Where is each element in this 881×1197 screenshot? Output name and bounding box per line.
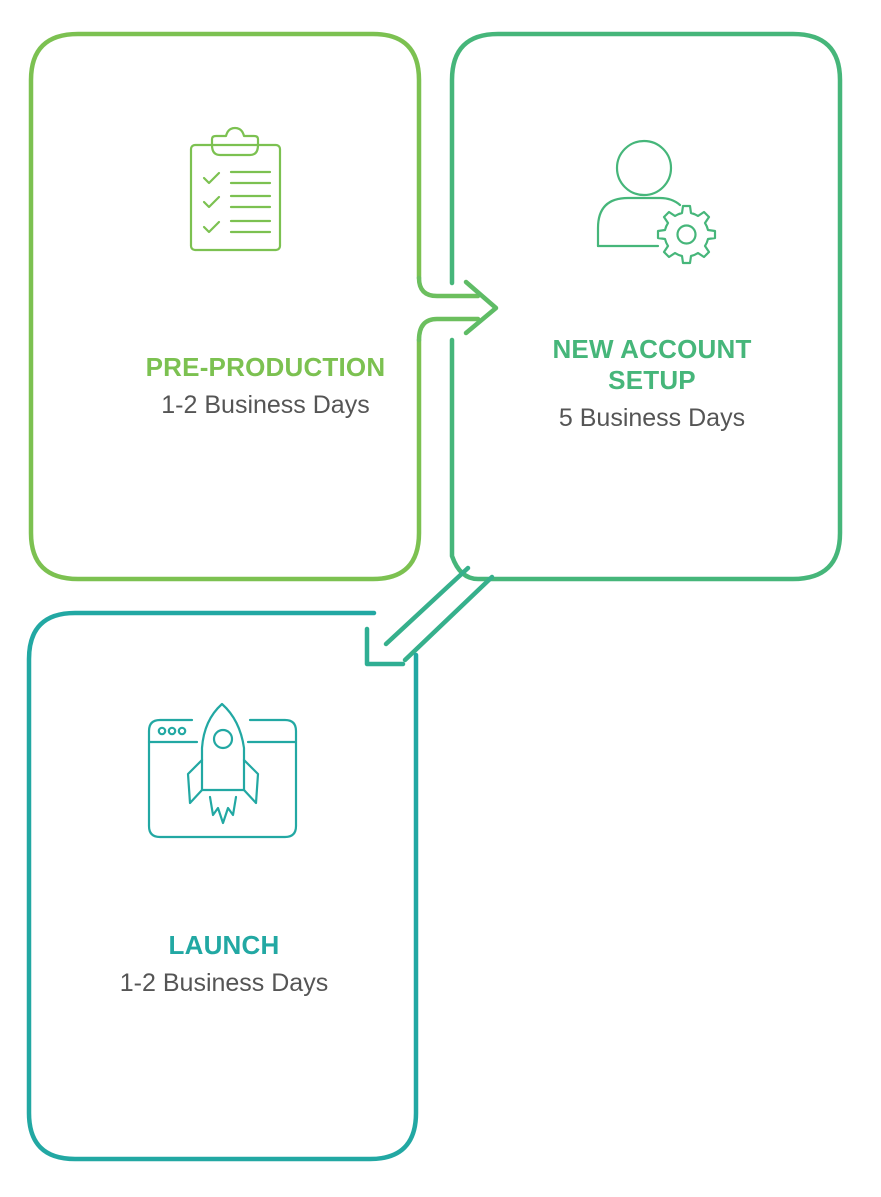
arrow-right-icon [416,275,499,343]
arrow-down-left-icon [364,565,495,667]
step-title: LAUNCH [168,930,280,960]
launch-step: LAUNCH 1-2 Business Days [29,930,419,999]
pre-production-box [28,31,422,582]
new-account-setup-step: NEW ACCOUNT SETUP 5 Business Days [452,334,852,434]
step-duration: 5 Business Days [558,404,746,432]
launch-box [26,610,419,1162]
user-settings-icon [596,139,717,265]
browser-rocket-icon [147,702,298,839]
clipboard-checklist-icon [189,126,282,252]
new-account-setup-box [449,31,843,582]
step-duration: 1-2 Business Days [119,969,329,997]
step-title-line-2: SETUP [608,365,696,395]
pre-production-step: PRE-PRODUCTION 1-2 Business Days [31,352,500,421]
step-title: PRE-PRODUCTION [145,352,386,382]
step-duration: 1-2 Business Days [161,391,370,419]
step-title-line-1: NEW ACCOUNT [552,334,752,364]
